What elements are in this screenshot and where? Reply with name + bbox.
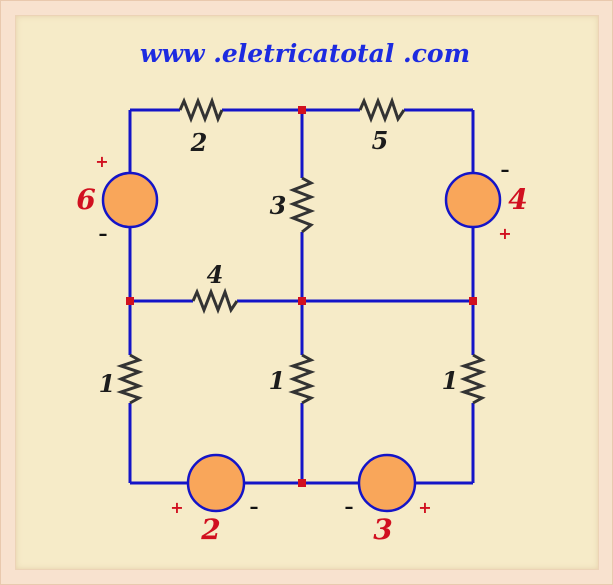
resistor-label-center-vertical: 3 (270, 191, 287, 220)
resistor-bottom-left (116, 353, 144, 405)
polarity-right-top: – (501, 160, 510, 181)
source-value-left: 6 (76, 183, 95, 216)
polarity-bottom-left-right: – (250, 497, 259, 518)
resistor-label-bottom-right: 1 (442, 366, 459, 395)
polarity-bottom-right-right: + (418, 498, 431, 517)
wires (128, 108, 475, 485)
voltage-source-bottom-left (186, 453, 246, 513)
polarity-bottom-right-left: – (345, 497, 354, 518)
node-mid-center (298, 297, 306, 305)
source-value-bottom-right: 3 (373, 513, 392, 546)
node-mid-right (469, 297, 477, 305)
polarity-left-bottom: – (99, 224, 108, 245)
resistor-label-top-left: 2 (190, 128, 208, 157)
voltage-source-bottom-right (357, 453, 417, 513)
node-top-center (298, 106, 306, 114)
resistor-bottom-right (459, 353, 487, 405)
diagram-panel (15, 15, 599, 570)
polarity-left-top: + (95, 152, 108, 171)
resistor-label-bottom-left: 1 (99, 369, 116, 398)
resistor-label-bottom-center: 1 (269, 366, 286, 395)
website-title: www .eletricatotal .com (140, 39, 470, 68)
voltage-source-right (444, 171, 502, 229)
node-mid-left (126, 297, 134, 305)
resistor-label-top-right: 5 (372, 126, 389, 155)
polarity-bottom-left-left: + (170, 498, 183, 517)
voltage-source-left (101, 171, 159, 229)
junction-nodes (126, 106, 477, 487)
resistor-middle-horizontal (191, 287, 239, 315)
resistor-bottom-center (288, 353, 316, 405)
resistor-label-middle-horizontal: 4 (207, 260, 224, 289)
resistor-center-vertical (288, 176, 316, 234)
source-value-bottom-left: 2 (200, 513, 220, 546)
resistor-top-left (178, 96, 224, 124)
node-bottom-center (298, 479, 306, 487)
source-value-right: 4 (508, 183, 527, 216)
resistor-top-right (358, 96, 406, 124)
polarity-right-bottom: + (498, 224, 511, 243)
